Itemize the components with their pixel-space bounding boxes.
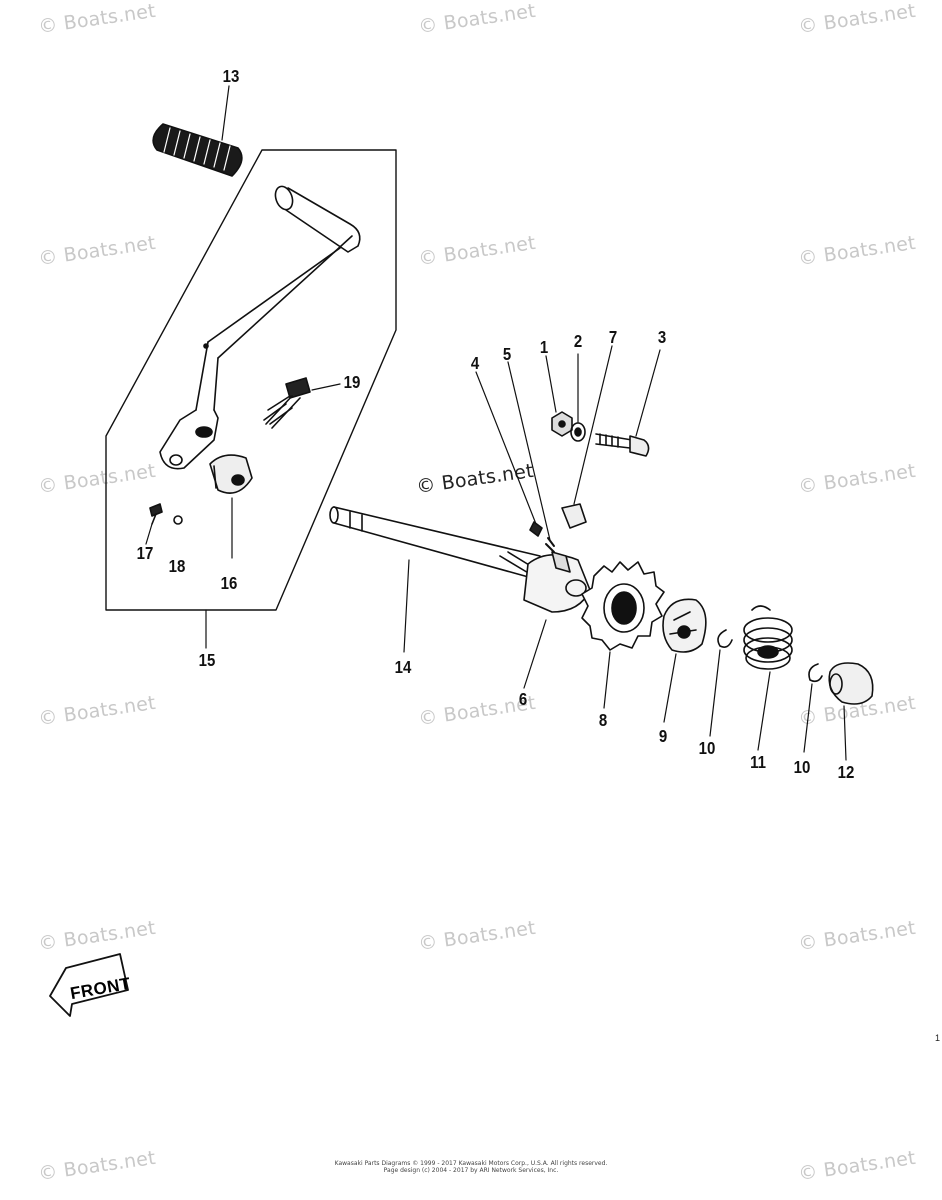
holder-9-part [662, 598, 707, 653]
kick-lever-part [159, 185, 361, 470]
callout-17: 17 [136, 544, 154, 564]
nut-1-part [551, 411, 573, 437]
pin-4-part [529, 521, 543, 537]
footer-copyright: Kawasaki Parts Diagrams © 1999 - 2017 Ka… [0, 1160, 942, 1174]
leader-13 [221, 85, 230, 141]
callout-19: 19 [343, 373, 361, 393]
ratchet-6-part [523, 551, 591, 613]
assembly-bracket [105, 149, 397, 611]
bolt-19-part [263, 377, 311, 429]
leader-14 [403, 559, 410, 653]
footer-line-2: Page design (c) 2004 - 2017 by ARI Netwo… [383, 1167, 559, 1174]
spring-5-part [545, 537, 555, 553]
bolt-17-part [149, 503, 163, 525]
kick-gear-part [581, 561, 665, 651]
callout-12: 12 [837, 763, 855, 783]
callout-1: 1 [539, 338, 549, 358]
callout-7: 7 [608, 328, 618, 348]
callout-11: 11 [750, 753, 766, 773]
washer-2-part [570, 422, 586, 442]
leader-7 [573, 345, 613, 505]
callout-2: 2 [573, 332, 583, 352]
circlip-10a-part [717, 629, 733, 648]
leader-8 [603, 651, 611, 709]
page-number: 1 [934, 1033, 940, 1043]
clamp-16-part [209, 454, 253, 494]
front-arrow-icon [49, 953, 129, 1017]
leader-10b [803, 683, 813, 753]
cap-nut-12-part [828, 662, 874, 705]
footer-line-1: Kawasaki Parts Diagrams © 1999 - 2017 Ka… [334, 1160, 608, 1167]
leader-6 [523, 619, 547, 689]
callout-13: 13 [222, 67, 240, 87]
kick-shaft-part [329, 506, 541, 579]
callout-16: 16 [220, 574, 238, 594]
leader-1 [545, 355, 557, 413]
leader-19 [311, 383, 341, 391]
callout-18: 18 [168, 557, 186, 577]
callout-14: 14 [394, 658, 412, 678]
rubber-grip-part [152, 123, 243, 177]
callout-8: 8 [598, 711, 608, 731]
callout-5: 5 [502, 345, 512, 365]
leader-9 [663, 653, 677, 723]
stopper-7-part [561, 503, 587, 529]
bolt-3-part [595, 433, 650, 457]
nut-18-part [173, 515, 183, 525]
leader-4 [475, 371, 537, 525]
callout-10a: 10 [698, 739, 716, 759]
callout-15: 15 [198, 651, 216, 671]
leader-17 [145, 523, 153, 545]
leader-11 [757, 671, 771, 751]
leader-10a [709, 649, 721, 737]
callout-6: 6 [518, 690, 528, 710]
leader-5 [507, 361, 551, 541]
callout-4: 4 [470, 354, 480, 374]
leader-3 [635, 349, 661, 437]
callout-3: 3 [657, 328, 667, 348]
leader-12 [843, 705, 847, 761]
callout-10b: 10 [793, 758, 811, 778]
circlip-10b-part [808, 663, 823, 683]
callout-9: 9 [658, 727, 668, 747]
kick-spring-part [743, 605, 793, 670]
